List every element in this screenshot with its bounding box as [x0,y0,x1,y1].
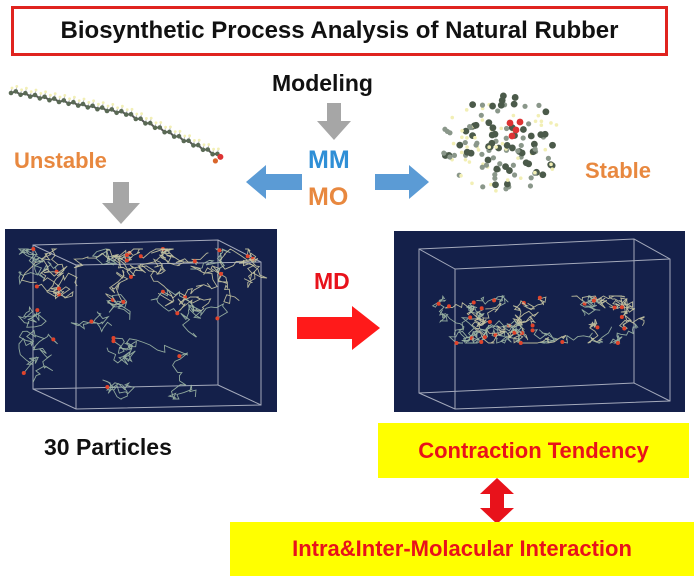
md-label: MD [314,268,350,294]
contraction-tendency-box: Contraction Tendency [378,423,689,478]
unstable-label: Unstable [14,148,107,173]
title-box: Biosynthetic Process Analysis of Natural… [11,6,668,56]
double-arrow [480,478,514,524]
initial-simulation-panel [5,229,277,412]
contracted-simulation-panel [394,231,685,412]
contraction-tendency-label: Contraction Tendency [418,437,649,463]
interaction-box: Intra&Inter-Molacular Interaction [230,522,694,576]
interaction-label: Intra&Inter-Molacular Interaction [292,536,632,561]
modeling-label: Modeling [272,70,373,96]
mo-label: MO [308,183,349,211]
stable-label: Stable [585,158,652,183]
stable-molecule [441,92,559,193]
blue-left-arrow [246,165,302,199]
blue-right-arrow [375,165,429,199]
md-right-arrow [297,306,380,350]
mm-label: MM [308,146,350,174]
modeling-down-arrow [317,103,351,140]
unstable-molecule [8,85,224,164]
unstable-down-arrow [102,182,140,224]
diagram-title: Biosynthetic Process Analysis of Natural… [60,17,619,44]
particles-label: 30 Particles [44,434,172,460]
